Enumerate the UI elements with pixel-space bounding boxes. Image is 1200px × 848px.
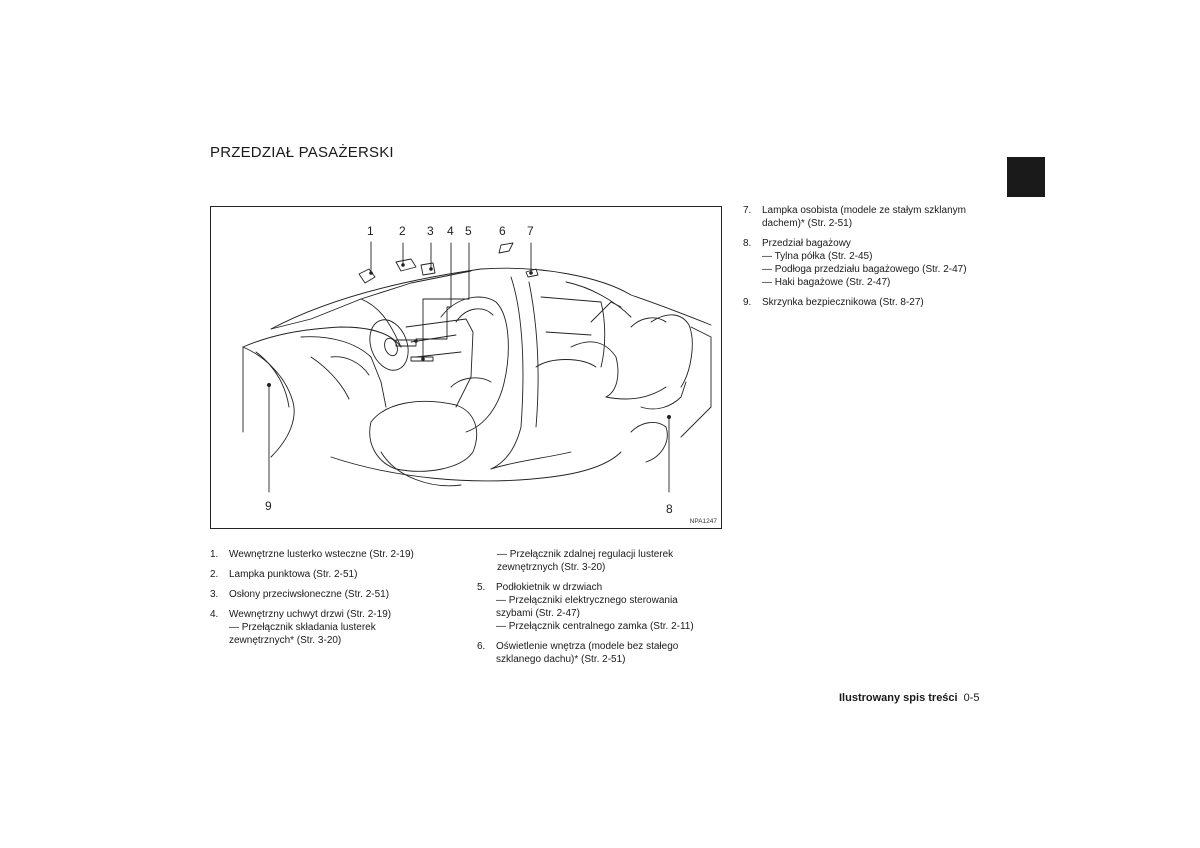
page-number: 0-5	[963, 692, 980, 704]
legend-item: 2. Lampka punktowa (Str. 2-51)	[210, 569, 358, 580]
callout-7: 7	[527, 224, 534, 238]
legend-item: 3. Osłony przeciwsłoneczne (Str. 2-51)	[210, 589, 390, 600]
callout-5: 5	[465, 224, 472, 238]
legend-list-middle: — Przełącznik zdalnej regulacji lusterek…	[477, 548, 727, 673]
interior-illustration: 1 2 3 4 5 6 7 8 9 NPA1247	[210, 206, 722, 529]
callout-4: 4	[447, 224, 454, 238]
callout-3: 3	[427, 224, 434, 238]
legend-list-right: 7. Lampka osobista (modele ze stałym szk…	[743, 204, 1003, 316]
page-title: PRZEDZIAŁ PASAŻERSKI	[210, 144, 394, 161]
legend-item: 1. Wewnętrzne lusterko wsteczne (Str. 2-…	[210, 549, 414, 560]
callout-labels: 1 2 3 4 5 6 7 8 9	[265, 224, 673, 516]
legend-item: 9. Skrzynka bezpiecznikowa (Str. 8-27)	[743, 297, 924, 308]
callout-9: 9	[265, 499, 272, 513]
section-tab-marker	[1007, 157, 1045, 197]
figure-code: NPA1247	[689, 518, 717, 525]
legend-item: 4. Wewnętrzny uchwyt drzwi (Str. 2-19) —…	[210, 609, 392, 646]
legend-list-left: 1. Wewnętrzne lusterko wsteczne (Str. 2-…	[210, 548, 450, 654]
page-footer: Ilustrowany spis treści 0-5	[839, 692, 980, 704]
callout-8: 8	[666, 502, 673, 516]
callout-2: 2	[399, 224, 406, 238]
legend-item: 7. Lampka osobista (modele ze stałym szk…	[743, 205, 966, 229]
legend-item: 6. Oświetlenie wnętrza (modele bez stałe…	[477, 641, 679, 665]
legend-item: 5. Podłokietnik w drzwiach — Przełącznik…	[477, 582, 694, 632]
legend-item-continuation: — Przełącznik zdalnej regulacji lusterek…	[497, 549, 674, 573]
legend-item: 8. Przedział bagażowy — Tylna półka (Str…	[743, 238, 967, 288]
callout-6: 6	[499, 224, 506, 238]
callout-1: 1	[367, 224, 374, 238]
car-interior-drawing	[242, 241, 712, 493]
footer-section-title: Ilustrowany spis treści	[839, 692, 958, 704]
